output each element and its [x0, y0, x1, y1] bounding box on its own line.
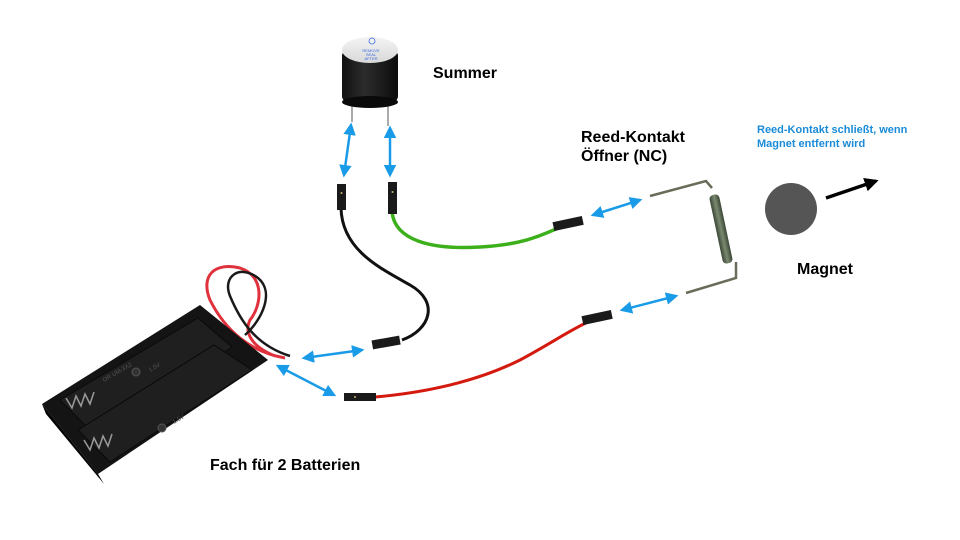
- buzzer-seal-text-3: AFTER: [364, 56, 377, 61]
- arrow-battery-black: [301, 345, 365, 363]
- arrow-red-reed: [619, 292, 679, 314]
- buzzer-polarity-mark: [368, 37, 376, 45]
- black-wire-connector-bottom: [371, 335, 401, 350]
- magnet-label: Magnet: [797, 261, 853, 278]
- buzzer-body: [342, 50, 398, 102]
- connection-arrows: [275, 122, 679, 397]
- reed-switch-label-line1: Reed-Kontakt: [581, 129, 686, 146]
- reed-lead-top: [649, 179, 713, 198]
- battery-screw-hole-1: [131, 367, 141, 377]
- green-wire-connector-right: [552, 215, 584, 232]
- black-wire: [339, 207, 430, 342]
- buzzer: REMOVE SEAL AFTER: [342, 37, 398, 126]
- black-wire-connector-top: [337, 184, 346, 210]
- reed-behavior-note-line1: Reed-Kontakt schließt, wenn: [757, 124, 908, 136]
- battery-holder-side: [42, 404, 104, 484]
- jumper-wires: [337, 182, 613, 401]
- buzzer-seal-text: REMOVE: [362, 48, 380, 53]
- battery-holder: 1.5V 1.5V OR UM-3X2: [42, 265, 291, 484]
- battery-spring-1: [65, 391, 95, 410]
- arrow-green-reed: [590, 197, 643, 218]
- reed-behavior-note-line2: Magnet entfernt wird: [757, 138, 866, 150]
- red-wire-connector-left: [344, 393, 376, 401]
- arrow-battery-red: [275, 364, 337, 397]
- reed-switch-label: Reed-Kontakt Öffner (NC): [581, 128, 685, 166]
- buzzer-label: Summer: [433, 65, 498, 82]
- battery-spring-2: [83, 433, 113, 452]
- reed-switch: [649, 179, 738, 295]
- battery-marking-1: 1.5V: [148, 362, 162, 373]
- connector-pin: [340, 192, 343, 194]
- battery-slot-2: [77, 344, 253, 463]
- buzzer-seal-text-2: SEAL: [366, 52, 377, 57]
- battery-screw-hole-2: [157, 423, 167, 433]
- buzzer-bottom: [342, 96, 398, 108]
- green-wire-connector-left: [388, 182, 397, 214]
- arrow-buzzer-black: [339, 122, 356, 178]
- magnet-motion-arrow: [825, 177, 879, 200]
- battery-slot-1: [59, 317, 233, 437]
- reed-lead-bottom: [685, 262, 738, 295]
- reed-glass-tube: [709, 194, 733, 264]
- connector-pin: [391, 191, 394, 193]
- green-wire: [390, 211, 557, 250]
- reed-behavior-note: Reed-Kontakt schließt, wenn Magnet entfe…: [757, 123, 907, 151]
- battery-holder-label: Fach für 2 Batterien: [210, 457, 361, 474]
- battery-lead-black: [226, 270, 291, 358]
- magnet: [765, 183, 817, 235]
- battery-marking-2: 1.5V: [172, 414, 186, 425]
- buzzer-top: [342, 37, 398, 63]
- connector-pin: [354, 396, 356, 398]
- red-wire-connector-right: [581, 309, 613, 326]
- red-wire: [375, 320, 589, 399]
- reed-switch-label-line2: Öffner (NC): [581, 148, 668, 165]
